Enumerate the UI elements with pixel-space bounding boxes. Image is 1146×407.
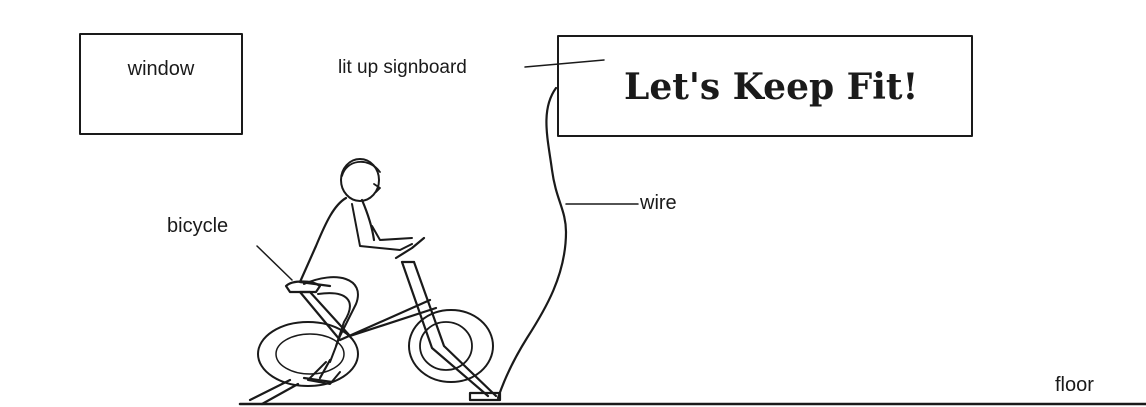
exercise-bicycle xyxy=(250,238,500,404)
bike-flywheel-inner xyxy=(420,322,472,370)
wire-label: wire xyxy=(639,192,677,214)
bike-frame xyxy=(300,262,496,396)
rider-arms xyxy=(352,204,412,250)
bicycle-callout: bicycle xyxy=(167,215,292,280)
signboard-leader-line xyxy=(525,60,604,67)
signboard-label: lit up signboard xyxy=(338,57,467,78)
signboard-text: Let's Keep Fit! xyxy=(624,66,918,108)
rider-torso xyxy=(300,198,374,286)
window: window xyxy=(80,34,242,134)
bicycle-leader-line xyxy=(257,246,292,280)
bicycle-label: bicycle xyxy=(167,215,228,237)
rider-hair xyxy=(342,162,380,192)
floor-label: floor xyxy=(1055,374,1094,396)
wire-cable xyxy=(498,88,566,398)
window-label: window xyxy=(127,58,195,80)
floor: floor xyxy=(240,374,1146,404)
wire: wire xyxy=(498,88,677,398)
window-frame xyxy=(80,34,242,134)
signboard: Let's Keep Fit! lit up signboard xyxy=(338,36,972,136)
rider xyxy=(300,159,412,384)
